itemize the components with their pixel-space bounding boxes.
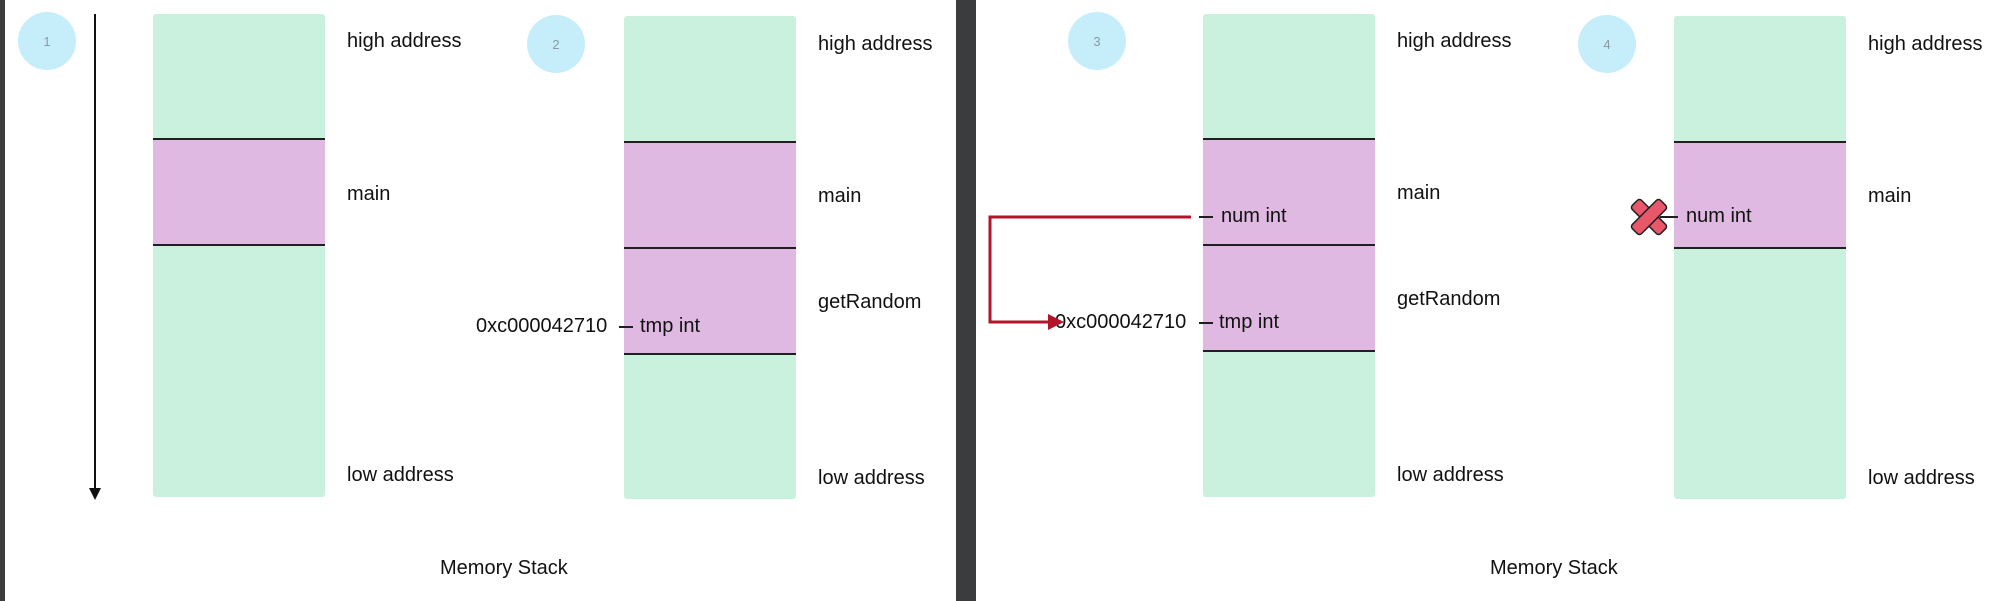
stack-3-main-label: main: [1397, 182, 1441, 204]
stack-2-high-address-label: high address: [818, 33, 933, 55]
stack-2-getrandom-label: getRandom: [818, 291, 922, 313]
stack-1-divider-top: [153, 138, 325, 140]
step-badge-1: 1: [18, 12, 76, 70]
stack-4-main-frame: [1674, 142, 1846, 248]
stack-3-divider-top: [1203, 138, 1375, 140]
panel-steps-1-2: [5, 0, 956, 601]
stack-4-high-address-label: high address: [1868, 33, 1983, 55]
step-badge-3: 3: [1068, 12, 1126, 70]
stack-1-main-frame: [153, 139, 325, 245]
stack-3-tmp-int-label: tmp int: [1219, 311, 1280, 333]
stack-4-background: [1674, 16, 1846, 499]
stack-4-low-address-label: low address: [1868, 467, 1975, 489]
stack-3-divider-bottom: [1203, 350, 1375, 352]
stack-4-divider-bottom: [1674, 247, 1846, 249]
stack-3-num-int-label: num int: [1221, 205, 1287, 227]
stack-1-high-address-label: high address: [347, 30, 462, 52]
stack-2-divider-top: [624, 141, 796, 143]
stack-2-main-label: main: [818, 185, 862, 207]
stack-1-background: [153, 14, 325, 497]
stack-4-num-int-label: num int: [1686, 205, 1752, 227]
stack-4-num-tick: [1660, 216, 1678, 218]
stack-3-low-address-label: low address: [1397, 464, 1504, 486]
stack-4-main-label: main: [1868, 185, 1912, 207]
stack-2-divider-middle: [624, 247, 796, 249]
stack-1-main-label: main: [347, 183, 391, 205]
stack-2-divider-bottom: [624, 353, 796, 355]
stack-3-address-label: 0xc000042710: [1055, 311, 1187, 333]
stack-2-tmp-int-label: tmp int: [640, 315, 701, 337]
caption-right: Memory Stack: [1490, 557, 1618, 579]
step-badge-2: 2: [527, 15, 585, 73]
caption-left: Memory Stack: [440, 557, 568, 579]
stack-2-low-address-label: low address: [818, 467, 925, 489]
stack-2-address-tick: [619, 326, 633, 328]
stack-3-divider-middle: [1203, 244, 1375, 246]
stack-2-address-label: 0xc000042710: [476, 315, 608, 337]
stack-4-divider-top: [1674, 141, 1846, 143]
stack-3-num-tick: [1199, 216, 1213, 218]
stack-1-divider-bottom: [153, 244, 325, 246]
stack-3-getrandom-label: getRandom: [1397, 288, 1501, 310]
step-badge-4: 4: [1578, 15, 1636, 73]
stack-1-low-address-label: low address: [347, 464, 454, 486]
stack-3-address-tick: [1199, 322, 1213, 324]
stack-3-high-address-label: high address: [1397, 30, 1512, 52]
